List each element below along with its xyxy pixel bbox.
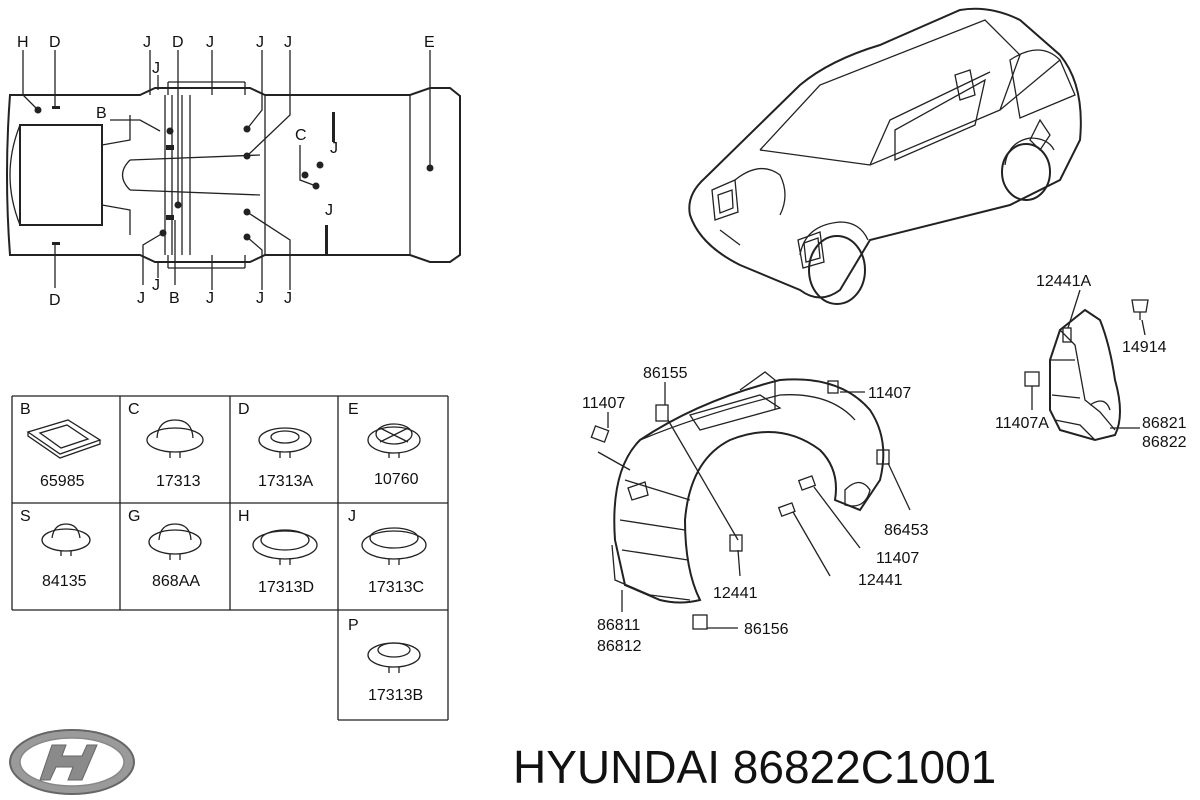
fastener-letter-h: H xyxy=(238,508,250,525)
label-86811: 86811 xyxy=(597,617,640,634)
label-14914: 14914 xyxy=(1122,339,1167,356)
fastener-j-shape xyxy=(361,527,427,565)
fastener-part-j: 17313C xyxy=(368,579,424,596)
fastener-letter-e: E xyxy=(348,401,359,418)
fastener-part-d: 17313A xyxy=(258,473,313,490)
fastener-c-shape xyxy=(146,419,204,458)
fastener-table: B 65985 C 17313 D 17313A E 10760 S 84135… xyxy=(11,395,449,721)
label-86821: 86821 xyxy=(1142,415,1187,432)
fastener-part-c: 17313 xyxy=(156,473,201,490)
label-12441-center: 12441 xyxy=(713,585,758,602)
fastener-h-shape xyxy=(252,529,318,565)
callout-inner-3: C xyxy=(295,127,307,144)
rear-wheel-guard: 12441A 14914 11407A 86821 86822 xyxy=(995,273,1187,451)
callout-inner-4: J xyxy=(330,140,338,157)
callout-bottom-5: J xyxy=(206,290,214,307)
underbody-plan-view: H D J D J J J E J B C J J D J J B J J J xyxy=(6,34,461,309)
fastener-letter-d: D xyxy=(238,401,250,418)
callout-bottom-4: B xyxy=(169,290,180,307)
fastener-part-g: 868AA xyxy=(152,573,200,590)
callout-top-4: D xyxy=(172,34,184,51)
callout-bottom-7: J xyxy=(284,290,292,307)
fastener-letter-p: P xyxy=(348,617,359,634)
callout-bottom-3: J xyxy=(152,277,160,294)
fastener-letter-s: S xyxy=(20,508,31,525)
callout-top-2: D xyxy=(49,34,61,51)
fastener-letter-j: J xyxy=(348,508,356,525)
callout-top-3: J xyxy=(143,34,151,51)
callout-top-7: J xyxy=(284,34,292,51)
callout-bottom-1: D xyxy=(49,292,61,309)
callout-bottom-2: J xyxy=(137,290,145,307)
label-86812: 86812 xyxy=(597,638,642,655)
label-86155: 86155 xyxy=(643,365,688,382)
label-12441-right: 12441 xyxy=(858,572,903,589)
label-86156: 86156 xyxy=(744,621,789,638)
callout-inner-2: B xyxy=(96,105,107,122)
fastener-e-shape xyxy=(367,423,421,458)
label-86822: 86822 xyxy=(1142,434,1187,451)
front-wheel-guard: 86155 11407 11407 86453 11407 12441 1244… xyxy=(582,365,929,655)
fastener-part-e: 10760 xyxy=(374,471,419,488)
label-11407-right: 11407 xyxy=(876,550,919,567)
vehicle-isometric-view xyxy=(688,7,1082,305)
label-11407-top: 11407 xyxy=(868,385,911,402)
label-11407-left: 11407 xyxy=(582,395,625,412)
fastener-letter-g: G xyxy=(128,508,140,525)
fastener-letter-b: B xyxy=(20,401,31,418)
fastener-b-shape xyxy=(26,419,102,459)
label-86453: 86453 xyxy=(884,522,929,539)
fastener-part-b: 65985 xyxy=(40,473,85,490)
fastener-part-s: 84135 xyxy=(42,573,87,590)
callout-top-1: H xyxy=(17,34,29,51)
callout-inner-5: J xyxy=(325,202,333,219)
hyundai-logo-icon xyxy=(9,729,135,795)
label-12441A: 12441A xyxy=(1036,273,1091,290)
fastener-part-p: 17313B xyxy=(368,687,423,704)
callout-bottom-6: J xyxy=(256,290,264,307)
callout-top-8: E xyxy=(424,34,435,51)
fastener-part-h: 17313D xyxy=(258,579,314,596)
callout-inner-1: J xyxy=(152,60,160,77)
fastener-d-shape xyxy=(258,427,312,458)
fastener-letter-c: C xyxy=(128,401,140,418)
callout-top-5: J xyxy=(206,34,214,51)
fastener-g-shape xyxy=(148,523,202,560)
fastener-s-shape xyxy=(41,523,91,556)
fastener-p-shape xyxy=(367,642,421,673)
page-caption: HYUNDAI 86822C1001 xyxy=(513,741,996,793)
label-11407A: 11407A xyxy=(995,415,1049,432)
callout-top-6: J xyxy=(256,34,264,51)
